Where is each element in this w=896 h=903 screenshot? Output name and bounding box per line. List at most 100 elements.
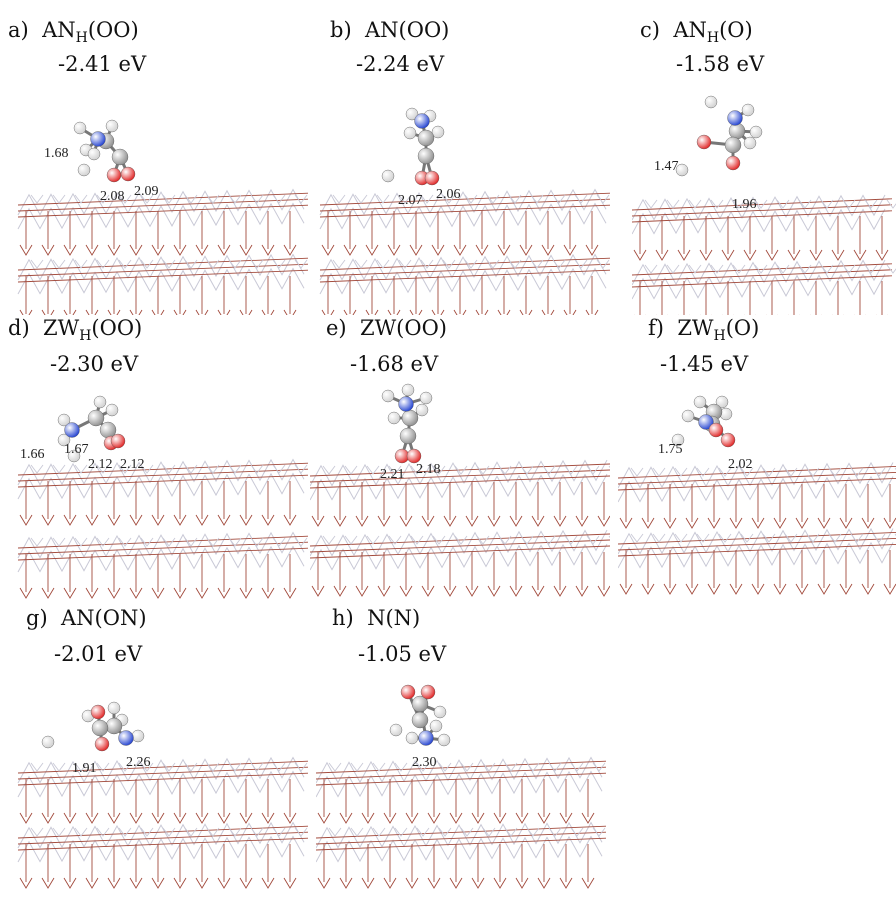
oxygen-atom [406, 448, 422, 464]
bond-distance-label: 1.91 [72, 761, 97, 776]
bond-distance-label: 2.06 [436, 187, 461, 202]
carbon-atom [91, 719, 109, 737]
panel-c: 1.47 1.96 c) ANH(O) -1.58 eV [632, 20, 896, 315]
panel-letter: a) [8, 18, 29, 42]
molecule [389, 684, 451, 747]
hydrogen-atom [57, 433, 71, 447]
panel-title: h) N(N) [332, 608, 420, 633]
adsorption-energy: -2.24 eV [356, 52, 445, 76]
molecule [41, 701, 145, 752]
substrate-upper-layer [618, 461, 896, 529]
panel-letter: h) [332, 606, 354, 630]
hydrogen-atom [107, 701, 121, 715]
hydrogen-atom [401, 383, 415, 397]
bond-distance-label: 2.21 [380, 467, 405, 482]
hydrogen-atom [715, 395, 729, 409]
oxygen-atom [725, 155, 741, 171]
hydrogen-atom [87, 147, 101, 161]
substrate-lower-layer [319, 253, 610, 315]
substrate-lower-layer [17, 821, 308, 889]
adsorption-mode: (O) [725, 316, 760, 340]
molecule [73, 119, 136, 183]
hydrogen-atom [671, 433, 685, 447]
hydrogen-atom [105, 403, 119, 417]
adsorption-energy: -2.41 eV [58, 52, 147, 76]
oxygen-atom [696, 134, 712, 150]
species-name: AN [61, 606, 95, 630]
oxygen-atom [120, 166, 136, 182]
carbon-atom [87, 409, 105, 427]
bond-distance-label: 1.47 [654, 159, 679, 174]
adsorption-mode: (OO) [87, 18, 139, 42]
panel-b: 2.07 2.06 b) AN(OO) -2.24 eV [310, 20, 610, 315]
species-subscript: H [706, 30, 720, 47]
substrate-upper-layer [632, 194, 896, 261]
bond-distance-label: 1.75 [658, 442, 683, 457]
substrate-lower-layer [316, 821, 607, 889]
species-name: N [367, 606, 386, 630]
carbon-atom [417, 129, 435, 147]
hydrogen-atom [419, 391, 433, 405]
nitrogen-atom [118, 730, 134, 746]
panel-title: b) AN(OO) [330, 20, 449, 45]
carbon-atom [417, 147, 435, 165]
hydrogen-atom [41, 735, 55, 749]
bond-distance-label: 1.67 [64, 442, 89, 457]
hydrogen-atom [77, 163, 91, 177]
species-name: ZW [359, 316, 397, 340]
panel-title: g) AN(ON) [26, 608, 147, 633]
substrate-lower-layer [632, 259, 896, 315]
adsorption-energy: -2.01 eV [54, 642, 143, 666]
hydrogen-atom [381, 169, 395, 183]
bond-distance-label: 2.12 [88, 457, 113, 472]
bond-distance-label: 2.07 [398, 193, 423, 208]
hydrogen-atom [693, 395, 707, 409]
substrate-upper-layer [17, 188, 308, 256]
structure-scene: 1.47 1.96 [632, 95, 896, 315]
nitrogen-atom [698, 414, 714, 430]
hydrogen-atom [381, 389, 395, 403]
hydrogen-atom [749, 125, 763, 139]
panel-letter: d) [8, 316, 30, 340]
bond-distance-label: 2.02 [728, 457, 753, 472]
substrate-upper-layer [316, 756, 607, 824]
adsorption-energy: -1.58 eV [676, 52, 765, 76]
panel-letter: g) [26, 606, 48, 630]
bond-distance-label: 1.96 [732, 197, 757, 212]
species-subscript: H [79, 328, 92, 345]
molecule [381, 107, 445, 186]
oxygen-atom [400, 684, 416, 700]
hydrogen-atom [131, 729, 145, 743]
carbon-atom [399, 427, 417, 445]
panel-title: c) ANH(O) [640, 18, 753, 47]
hydrogen-atom [105, 119, 119, 133]
oxygen-atom [420, 684, 436, 700]
species-subscript: H [713, 328, 726, 345]
substrate-upper-layer [319, 188, 610, 256]
panel-title: f) ZWH(O) [648, 316, 760, 345]
structure-scene: 2.07 2.06 [319, 107, 610, 315]
carbon-atom [401, 409, 419, 427]
hydrogen-atom [433, 705, 447, 719]
hydrogen-atom [405, 107, 419, 121]
adsorption-mode: (ON) [94, 606, 147, 630]
oxygen-atom [106, 167, 122, 183]
hydrogen-atom [681, 409, 695, 423]
panel-title: e) ZW(OO) [326, 318, 447, 343]
nitrogen-atom [90, 131, 106, 147]
hydrogen-atom [741, 103, 755, 117]
carbon-atom [111, 148, 129, 166]
panel-letter: c) [640, 18, 660, 42]
nitrogen-atom [418, 730, 434, 746]
hydrogen-atom [704, 95, 718, 109]
nitrogen-atom [64, 422, 80, 438]
oxygen-atom [110, 433, 126, 449]
species-subscript: H [75, 30, 88, 47]
substrate-upper-layer [17, 756, 308, 824]
oxygen-atom [424, 170, 440, 186]
